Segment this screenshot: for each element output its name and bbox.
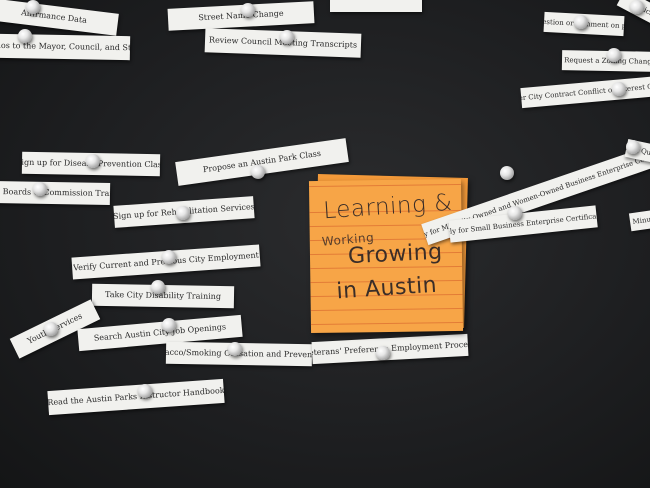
pushpin-icon bbox=[176, 206, 190, 220]
strip-boards-commission: Austin Boards & Commission Training bbox=[0, 180, 111, 206]
pushpin-icon bbox=[33, 182, 47, 196]
strip-partial-top bbox=[330, 0, 422, 12]
pushpin-icon bbox=[241, 3, 255, 17]
pushpin-icon bbox=[612, 82, 626, 96]
strip-veterans-preference: Veterans' Preference Employment Process bbox=[311, 333, 469, 365]
strip-parks-handbook: Read the Austin Parks Instructor Handboo… bbox=[47, 378, 225, 416]
pushpin-icon bbox=[162, 250, 176, 264]
pushpin-icon bbox=[44, 322, 58, 336]
pushpin-icon bbox=[18, 29, 32, 43]
sticky-note: Learning & Working Growing in Austin bbox=[308, 178, 464, 334]
pushpin-icon bbox=[574, 15, 588, 29]
pushpin-icon bbox=[151, 280, 165, 294]
sticky-note-line3: in Austin bbox=[335, 272, 438, 305]
pushpin-icon bbox=[500, 166, 514, 180]
pushpin-icon bbox=[626, 140, 640, 154]
pushpin-icon bbox=[630, 0, 644, 14]
pushpin-icon bbox=[376, 346, 390, 360]
pushpin-icon bbox=[86, 154, 100, 168]
pushpin-icon bbox=[138, 384, 152, 398]
pushpin-icon bbox=[228, 342, 242, 356]
pushpin-icon bbox=[280, 30, 294, 44]
strip-affirmance-data: Affirmance Data bbox=[0, 0, 119, 36]
pushpin-icon bbox=[26, 0, 40, 14]
pushpin-icon bbox=[251, 165, 265, 179]
pushpin-icon bbox=[508, 206, 522, 220]
pushpin-icon bbox=[162, 318, 176, 332]
strip-zoning-change: Request a Zoning Change bbox=[561, 50, 650, 72]
pushpin-icon bbox=[607, 48, 621, 62]
strip-conflict-interest: Answer City Contract Conflict of Interes… bbox=[520, 75, 650, 109]
strip-minutes-partial: Minutes bbox=[628, 208, 650, 232]
